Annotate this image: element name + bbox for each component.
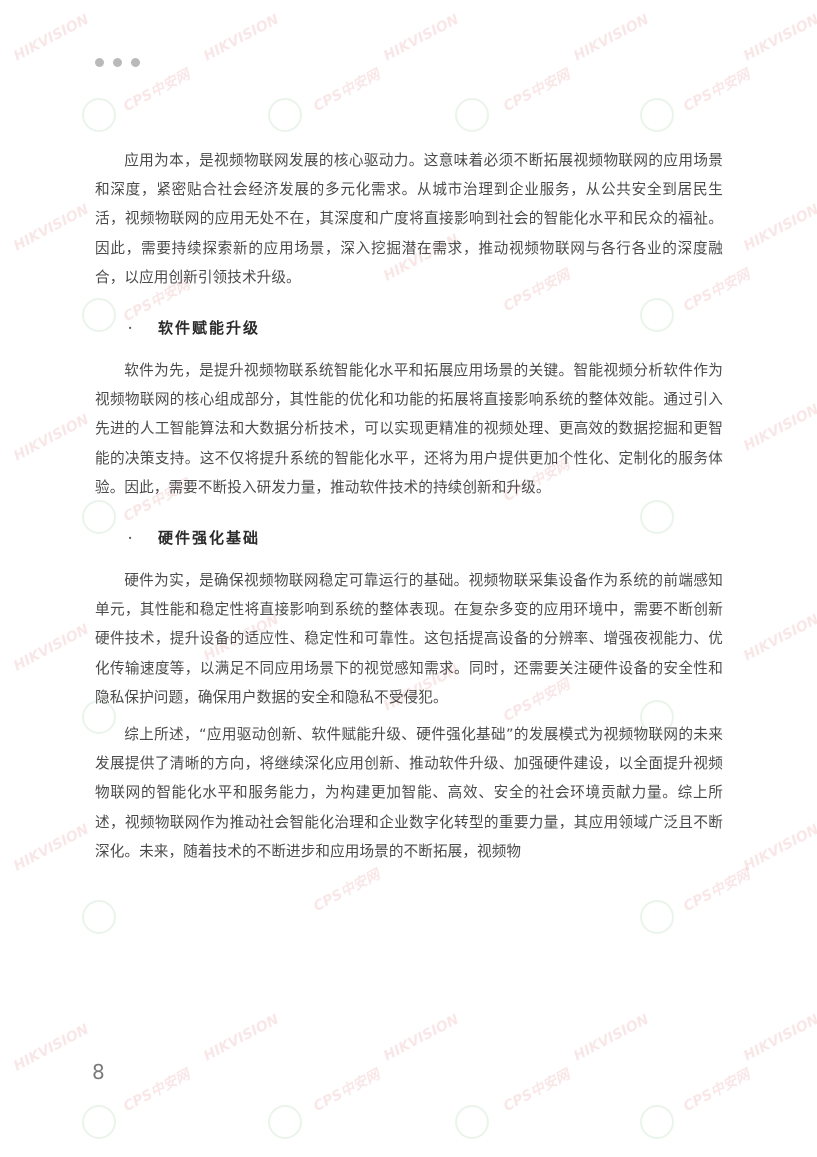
dot-icon: [131, 58, 140, 67]
hikvision-watermark: HIKVISION: [741, 611, 817, 665]
cps-watermark: CPS中安网: [680, 66, 753, 115]
hikvision-watermark: HIKVISION: [381, 1011, 462, 1065]
page-number: 8: [92, 1060, 105, 1084]
hikvision-watermark: HIKVISION: [11, 11, 92, 65]
paragraph-application: 应用为本，是视频物联网发展的核心驱动力。这意味着必须不断拓展视频物联网的应用场景…: [95, 152, 723, 286]
paragraph-summary: 综上所述，“应用驱动创新、软件赋能升级、硬件强化基础”的发展模式为视频物联网的未…: [95, 726, 723, 860]
cps-watermark: CPS中安网: [310, 66, 383, 115]
watermark-emblem-icon: [455, 98, 489, 132]
dot-icon: [113, 58, 122, 67]
cps-watermark: CPS中安网: [680, 1066, 753, 1115]
hikvision-watermark: HIKVISION: [571, 1011, 652, 1065]
hikvision-watermark: HIKVISION: [201, 1011, 282, 1065]
watermark-emblem-icon: [455, 1105, 489, 1139]
hikvision-watermark: HIKVISION: [11, 201, 92, 255]
hikvision-watermark: HIKVISION: [741, 11, 817, 65]
hikvision-watermark: HIKVISION: [11, 821, 92, 875]
hikvision-watermark: HIKVISION: [571, 11, 652, 65]
hikvision-watermark: HIKVISION: [11, 411, 92, 465]
hikvision-watermark: HIKVISION: [201, 11, 282, 65]
cps-watermark: CPS中安网: [500, 66, 573, 115]
heading-text: 软件赋能升级: [158, 319, 261, 338]
cps-watermark: CPS中安网: [120, 1066, 193, 1115]
hikvision-watermark: HIKVISION: [741, 201, 817, 255]
watermark-emblem-icon: [640, 98, 674, 132]
header-dots: [95, 58, 140, 67]
bullet-icon: ·: [128, 321, 135, 336]
cps-watermark: CPS中安网: [310, 1066, 383, 1115]
bullet-icon: ·: [128, 531, 135, 546]
section-heading-hardware: · 硬件强化基础: [95, 524, 723, 553]
cps-watermark: CPS中安网: [120, 66, 193, 115]
cps-watermark: CPS中安网: [310, 866, 383, 915]
hikvision-watermark: HIKVISION: [741, 401, 817, 455]
cps-watermark: CPS中安网: [680, 866, 753, 915]
hikvision-watermark: HIKVISION: [11, 1021, 92, 1075]
watermark-emblem-icon: [82, 1105, 116, 1139]
hikvision-watermark: HIKVISION: [741, 821, 817, 875]
watermark-emblem-icon: [268, 98, 302, 132]
watermark-emblem-icon: [640, 900, 674, 934]
watermark-emblem-icon: [640, 1105, 674, 1139]
hikvision-watermark: HIKVISION: [741, 1011, 817, 1065]
watermark-emblem-icon: [82, 98, 116, 132]
cps-watermark: CPS中安网: [500, 1066, 573, 1115]
paragraph-hardware: 硬件为实，是确保视频物联网稳定可靠运行的基础。视频物联采集设备作为系统的前端感知…: [95, 572, 723, 706]
heading-text: 硬件强化基础: [158, 529, 261, 548]
document-body: 应用为本，是视频物联网发展的核心驱动力。这意味着必须不断拓展视频物联网的应用场景…: [95, 146, 723, 866]
watermark-emblem-icon: [82, 900, 116, 934]
watermark-emblem-icon: [268, 1105, 302, 1139]
hikvision-watermark: HIKVISION: [381, 11, 462, 65]
section-heading-software: · 软件赋能升级: [95, 314, 723, 343]
paragraph-software: 软件为先，是提升视频物联系统智能化水平和拓展应用场景的关键。智能视频分析软件作为…: [95, 362, 723, 496]
hikvision-watermark: HIKVISION: [11, 621, 92, 675]
dot-icon: [95, 58, 104, 67]
